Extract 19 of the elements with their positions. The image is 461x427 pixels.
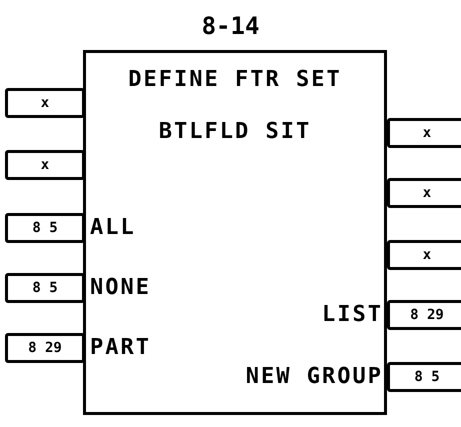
function-key: 8 5: [5, 273, 85, 303]
key-label: NEW GROUP: [246, 364, 383, 390]
function-key: x: [5, 150, 85, 180]
function-key: 8 5: [5, 213, 85, 243]
panel-heading: DEFINE FTR SET: [127, 67, 343, 92]
figure-number: 8-14: [200, 12, 260, 40]
function-key: x: [387, 240, 461, 270]
key-label: ALL: [90, 215, 136, 241]
panel-text: BTLFLD SIT: [158, 119, 312, 144]
key-label: LIST: [322, 302, 383, 328]
function-key: 8 29: [5, 333, 85, 363]
key-label: NONE: [90, 275, 151, 301]
function-key: x: [387, 178, 461, 208]
display-panel: [83, 50, 387, 415]
key-label: PART: [90, 335, 151, 361]
function-key: 8 5: [387, 362, 461, 392]
function-key: 8 29: [387, 300, 461, 330]
function-key: x: [5, 88, 85, 118]
function-key: x: [387, 118, 461, 148]
